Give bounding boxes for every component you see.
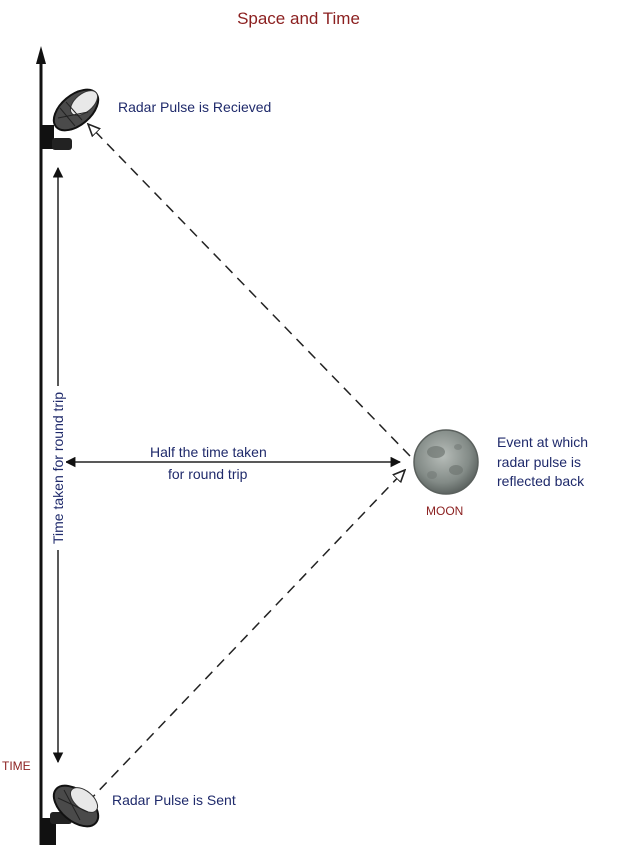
event-label-line1: Event at which: [497, 434, 589, 450]
half-time-label-line2: for round trip: [168, 466, 248, 482]
moon-icon: [413, 429, 479, 495]
event-label-line3: reflected back: [497, 473, 585, 489]
round-trip-label: Time taken for round trip: [50, 386, 66, 550]
half-time-label-line1: Half the time taken: [150, 444, 267, 460]
radar-received-label: Radar Pulse is Recieved: [118, 99, 272, 115]
pulse-path-return: [88, 124, 411, 457]
radar-sent-label: Radar Pulse is Sent: [112, 792, 236, 808]
time-axis-arrowhead: [36, 46, 46, 64]
radar-dish-bottom-icon: [42, 784, 100, 845]
pulse-path-outgoing: [87, 470, 405, 803]
diagram-title: Space and Time: [237, 9, 360, 28]
time-axis-label: TIME: [2, 759, 31, 773]
moon-label: MOON: [426, 504, 464, 518]
event-label-line2: radar pulse is: [497, 454, 582, 470]
radar-dish-top-icon: [42, 88, 100, 150]
